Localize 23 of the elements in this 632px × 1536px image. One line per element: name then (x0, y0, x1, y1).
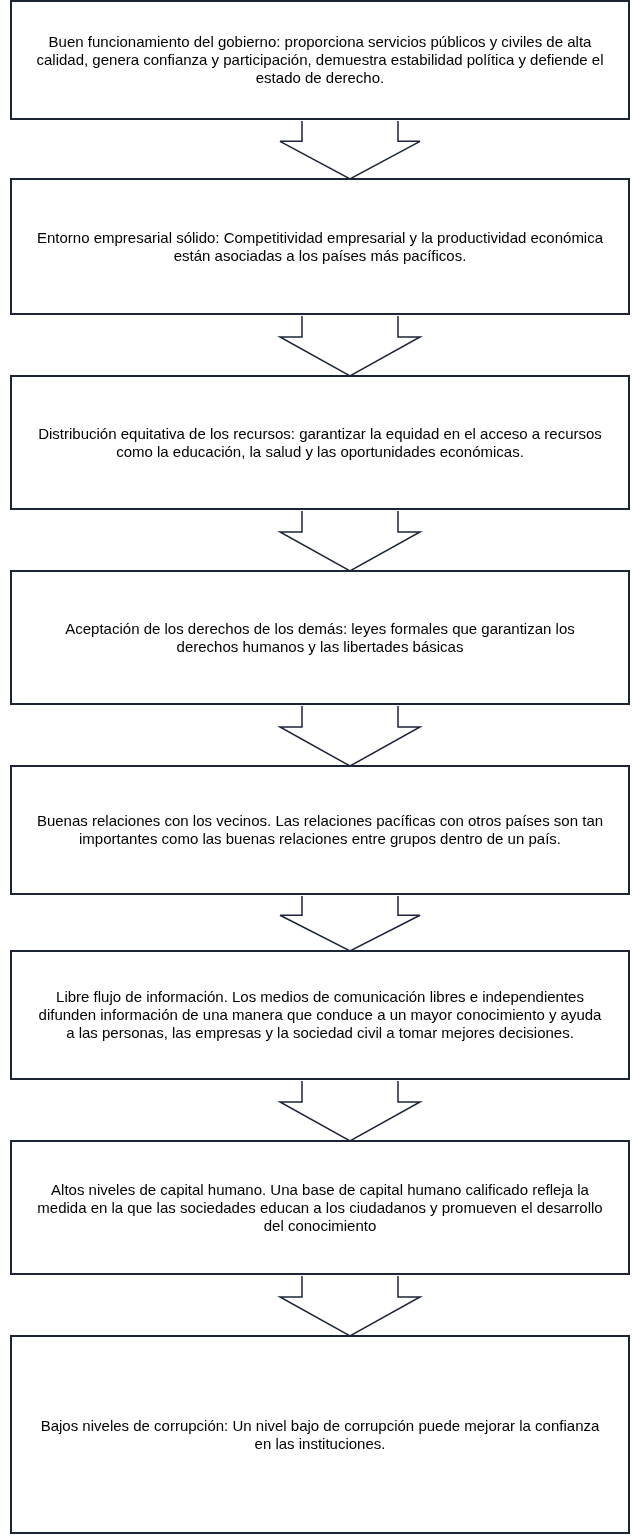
chevron-arrow (277, 1275, 423, 1337)
box-text: Distribución equitativa de los recursos: garantizar la equidad en el acceso a recursos como la educación, la salud y las oportunidades económicas. (37, 424, 603, 461)
box-text: Bajos niveles de corrupción: Un nivel bajo de corrupción puede mejorar la confianza en las instituciones. (39, 1416, 601, 1453)
process-box (10, 765, 630, 895)
process-box (10, 178, 630, 315)
process-box (10, 950, 630, 1080)
chevron-arrow (279, 895, 421, 952)
chevron-arrow (277, 315, 423, 377)
chevron-arrow (277, 1080, 423, 1142)
process-box (10, 1335, 630, 1534)
chevron-arrow (279, 120, 421, 180)
chevron-arrow (277, 510, 423, 572)
process-box (10, 570, 630, 705)
chevron-arrow (277, 705, 423, 767)
process-box (10, 375, 630, 510)
box-text: Buenas relaciones con los vecinos. Las relaciones pacíficas con otros países son tan importantes como las buenas relaciones entre grupos dentro de un país. (35, 812, 605, 848)
process-box (10, 1140, 630, 1275)
box-text: Aceptación de los derechos de los demás: leyes formales que garantizan los derechos humanos y las libertades básicas (64, 619, 576, 656)
box-text: Entorno empresarial sólido: Competitividad empresarial y la productividad económica están asociadas a los países más pacíficos. (35, 228, 605, 265)
process-box (10, 0, 630, 120)
box-text: Libre flujo de información. Los medios de comunicación libres e independientes difunden información de una manera que conduce a un mayor conocimiento y ayuda a las personas, las empresas y la sociedad civil a tomar mejores decisiones. (37, 988, 603, 1042)
box-text: Buen funcionamiento del gobierno: proporciona servicios públicos y civiles de alta calidad, genera confianza y participación, demuestra estabilidad política y defiende el estado de derecho. (35, 33, 605, 87)
box-text: Altos niveles de capital humano. Una base de capital humano calificado refleja la medida en la que las sociedades educan a los ciudadanos y promueven el desarrollo del conocimiento (36, 1180, 604, 1235)
